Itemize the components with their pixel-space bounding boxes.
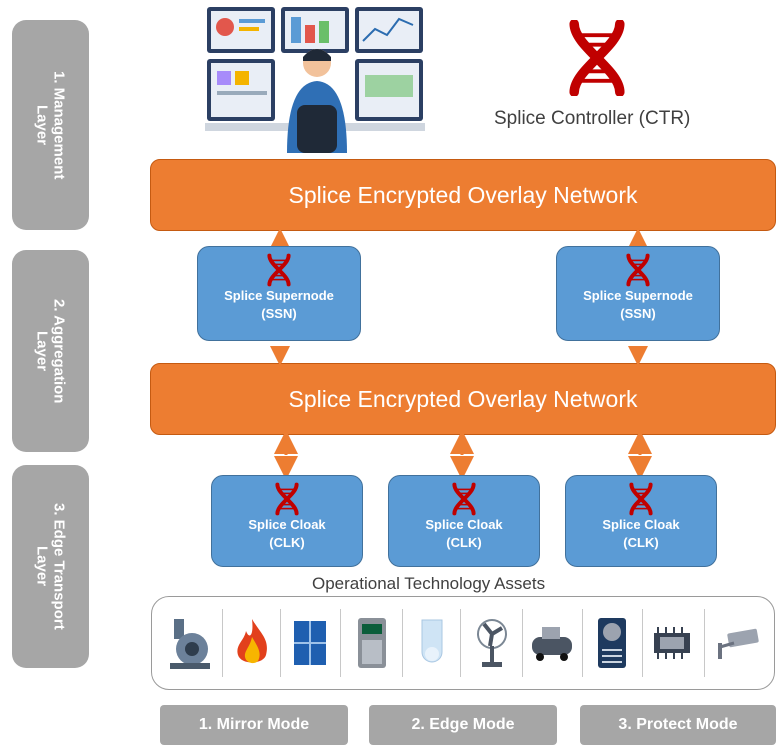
supernode-title: Splice Supernode — [583, 288, 693, 303]
assets-panel — [151, 596, 775, 690]
layer-label: 2. Aggregation Layer — [33, 298, 68, 404]
overlay-network-bottom: Splice Encrypted Overlay Network — [150, 363, 776, 435]
circuit-board-icon — [644, 609, 700, 677]
layer-label: 3. Edge Transport Layer — [33, 503, 68, 630]
cabinet-icon — [282, 609, 338, 677]
layer-label: 1. Management Layer — [33, 70, 68, 180]
mode-label: 1. Mirror Mode — [198, 716, 310, 733]
ventilation-icon — [584, 609, 640, 677]
layer-edge-transport: 3. Edge Transport Layer — [12, 465, 89, 668]
layer-aggregation: 2. Aggregation Layer — [12, 250, 89, 452]
connector-arrows — [270, 228, 652, 480]
mode-label: 2. Edge Mode — [411, 716, 515, 733]
cloak-abbr: (CLK) — [446, 535, 482, 550]
cloak-title: Splice Cloak — [248, 517, 326, 532]
cloak-title: Splice Cloak — [425, 517, 503, 532]
mode-protect: 3. Protect Mode — [580, 705, 776, 745]
overlay-network-top: Splice Encrypted Overlay Network — [150, 159, 776, 231]
overlay-label: Splice Encrypted Overlay Network — [288, 181, 638, 208]
dna-icon — [271, 482, 303, 516]
cloak-title: Splice Cloak — [602, 517, 680, 532]
mode-edge: 2. Edge Mode — [369, 705, 557, 745]
dna-icon — [263, 253, 295, 287]
supernode-abbr: (SSN) — [620, 306, 656, 321]
assets-label: Operational Technology Assets — [312, 574, 546, 593]
cloak-abbr: (CLK) — [269, 535, 305, 550]
dna-icon — [625, 482, 657, 516]
cloak-2: Splice Cloak (CLK) — [388, 475, 540, 567]
cloak-abbr: (CLK) — [623, 535, 659, 550]
controller-label: Splice Controller (CTR) — [494, 108, 691, 129]
operator-monitors-illustration — [205, 7, 425, 153]
compressor-icon — [524, 609, 580, 677]
supernode-left: Splice Supernode (SSN) — [197, 246, 361, 341]
layer-management: 1. Management Layer — [12, 20, 89, 230]
supernode-title: Splice Supernode — [224, 288, 334, 303]
fan-icon — [464, 609, 520, 677]
supernode-abbr: (SSN) — [261, 306, 297, 321]
mode-label: 3. Protect Mode — [618, 716, 738, 733]
sensor-icon — [404, 609, 460, 677]
pump-icon — [162, 609, 218, 677]
mode-mirror: 1. Mirror Mode — [160, 705, 348, 745]
dna-icon — [448, 482, 480, 516]
camera-icon — [710, 609, 766, 677]
cloak-3: Splice Cloak (CLK) — [565, 475, 717, 567]
dna-icon — [622, 253, 654, 287]
cloak-1: Splice Cloak (CLK) — [211, 475, 363, 567]
overlay-label: Splice Encrypted Overlay Network — [288, 385, 638, 412]
supernode-right: Splice Supernode (SSN) — [556, 246, 720, 341]
fire-icon — [224, 609, 280, 677]
controller-unit-icon — [344, 609, 400, 677]
